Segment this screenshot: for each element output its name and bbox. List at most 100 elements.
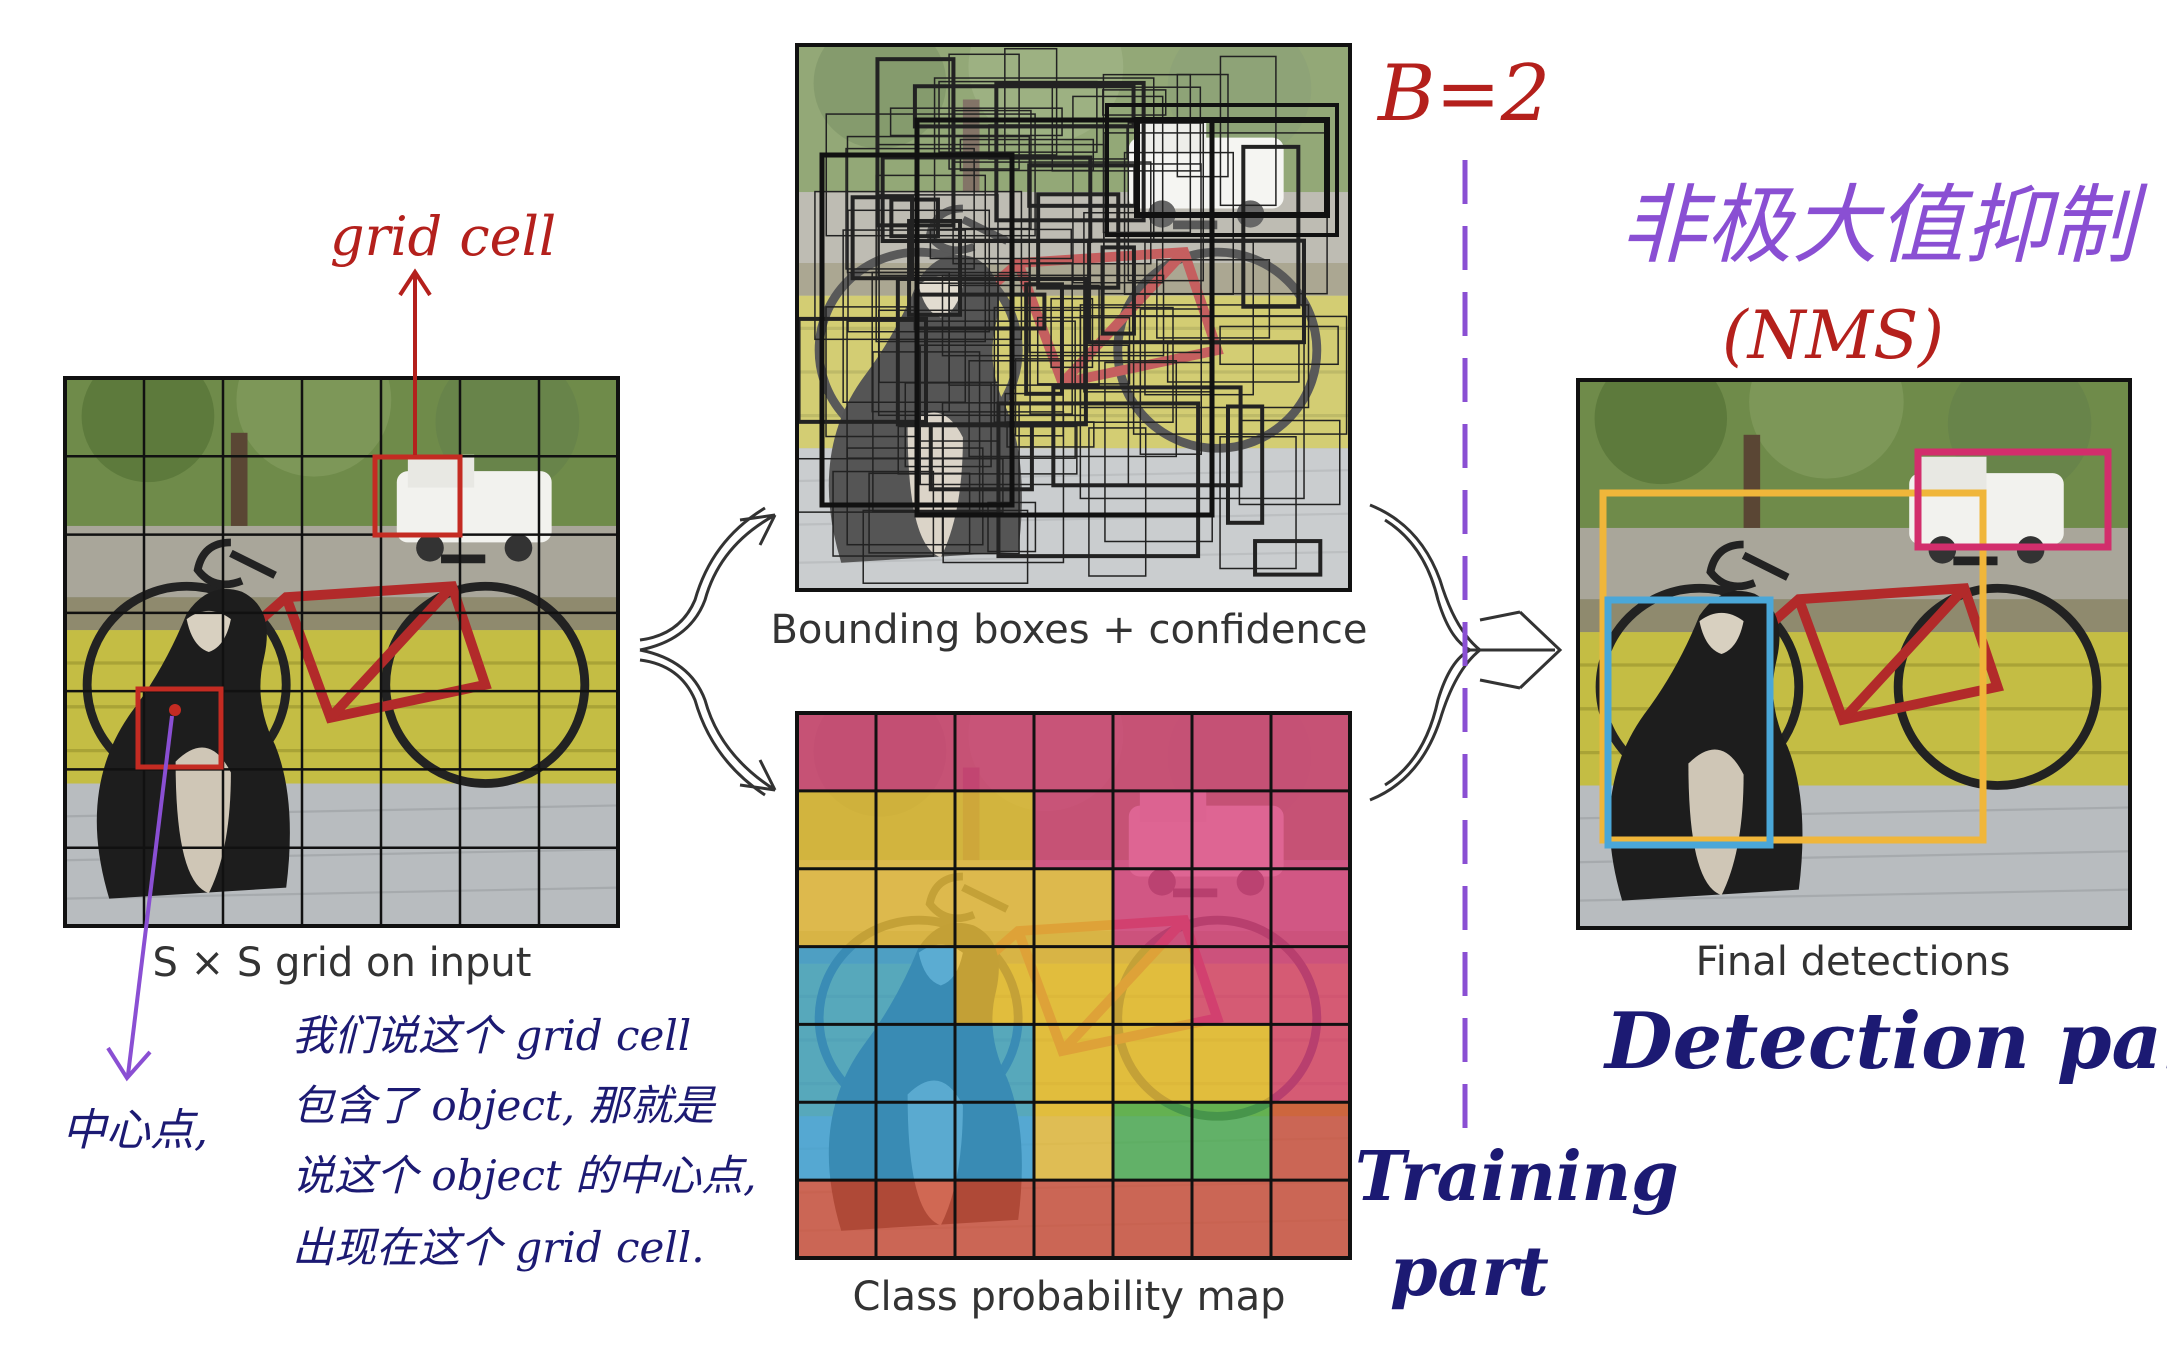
bbox-rect [994,80,1146,223]
class-prob-cell [1192,790,1271,869]
class-prob-cell [876,1102,955,1181]
class-prob-cell [1271,868,1350,947]
class-prob-cell [797,946,876,1025]
handwritten-note: 我们说这个 grid cell 包含了 object, 那就是 说这个 obje… [292,1011,757,1272]
class-prob-cell [1113,713,1192,791]
class-prob-cell [876,1180,955,1258]
class-prob-cell [797,790,876,869]
bbox-rect [1050,297,1094,369]
class-prob-cell [876,790,955,869]
class-prob-cell [1034,713,1113,791]
training-part-label-1: Training [1355,1137,1679,1217]
class-prob-cell [1271,790,1350,869]
class-prob-cell [876,1024,955,1103]
bbox-rect [825,113,1036,237]
class-prob-cell [1271,946,1350,1025]
final-image-border [1576,378,2132,930]
bbox-rect [1088,427,1147,577]
bbox-panel: Bounding boxes + confidence [770,43,1368,653]
class-prob-cell [955,790,1034,869]
class-prob-cell [797,1180,876,1258]
bbox-rect [875,174,987,343]
center-point-label: 中心点, [62,1105,208,1156]
bbox-rect [929,228,1073,260]
bbox-rect [941,402,1020,555]
bbox-rect [1127,122,1205,282]
class-prob-cell [1113,1024,1192,1103]
bbox-rect [1253,539,1323,577]
class-prob-cell [1113,868,1192,947]
bbox-rect [1024,282,1064,396]
bbox-overlay [796,45,1350,590]
class-prob-cell [1034,946,1113,1025]
class-prob-cell [1034,1024,1113,1103]
bbox-rect [1029,262,1073,415]
class-prob-cell [1113,946,1192,1025]
class-prob-cell [1113,1180,1192,1258]
grid-cell-arrow [398,268,432,455]
input-image-border [63,376,620,928]
bbox-rect [948,53,1020,170]
bbox-caption: Bounding boxes + confidence [770,607,1367,653]
class-prob-cells [797,713,1350,1258]
note-line: 包含了 object, 那就是 [292,1081,717,1130]
nms-chinese-label: 非极大值抑制 [1620,176,2148,276]
final-panel: Final detections [1576,378,2132,985]
class-prob-cell [1034,1180,1113,1258]
class-prob-cell [955,1180,1034,1258]
bbox-rect [1036,316,1131,385]
bbox-rect [1225,404,1265,525]
b-equals-label: B=2 [1376,49,1550,139]
class-prob-cell [797,1024,876,1103]
final-caption: Final detections [1696,939,2011,985]
training-part-label-2: part [1390,1232,1549,1312]
class-prob-cell [1034,1102,1113,1181]
class-prob-cell [1113,1102,1192,1181]
bbox-rect [850,195,915,281]
class-prob-cell [1192,713,1271,791]
class-prob-caption: Class probability map [853,1274,1286,1320]
class-prob-panel: Class probability map [795,711,1352,1320]
class-prob-cell [1271,713,1350,791]
bbox-rect [1176,73,1229,178]
detection-part-label: Detection part [1603,996,2167,1087]
class-prob-cell [876,713,955,791]
bbox-rect [996,401,1201,559]
bbox-rect [1219,325,1339,366]
center-point-dot [169,704,181,716]
class-prob-cell [1271,1180,1350,1258]
input-image [65,323,618,926]
class-prob-cell [955,946,1034,1025]
class-prob-cell [1192,868,1271,947]
class-prob-cell [1271,1102,1350,1181]
grid-cell-label: grid cell [330,205,556,268]
class-prob-cell [1034,868,1113,947]
note-line: 说这个 object 的中心点, [292,1151,757,1200]
input-caption: S × S grid on input [153,940,532,986]
bbox-rect [1006,421,1095,448]
bbox-rect [862,509,1029,584]
grid-cell-highlight-dog [135,686,224,770]
class-prob-cell [955,1024,1034,1103]
bbox-rect [948,284,1100,386]
note-line: 出现在这个 grid cell. [292,1223,705,1272]
bbox-rect [1219,55,1277,207]
grid-cell-highlight-car [372,454,463,538]
class-prob-cell [1271,1024,1350,1103]
bbox-rect-strong [1105,103,1339,237]
bbox-image-border [795,43,1352,592]
bbox-rect [1072,95,1164,284]
class-prob-cell [955,868,1034,947]
class-prob-cell [1034,790,1113,869]
class-prob-cell [1113,790,1192,869]
nms-english-label: (NMS) [1722,297,1944,374]
bbox-rect-strong [914,117,1215,518]
bbox-rect [872,351,981,513]
class-prob-cell [955,1102,1034,1181]
bbox-rect [842,229,966,404]
class-prob-cell [797,713,876,791]
class-prob-border [795,711,1352,1260]
note-line: 我们说这个 grid cell [292,1011,691,1060]
bbox-rect [1241,144,1301,309]
